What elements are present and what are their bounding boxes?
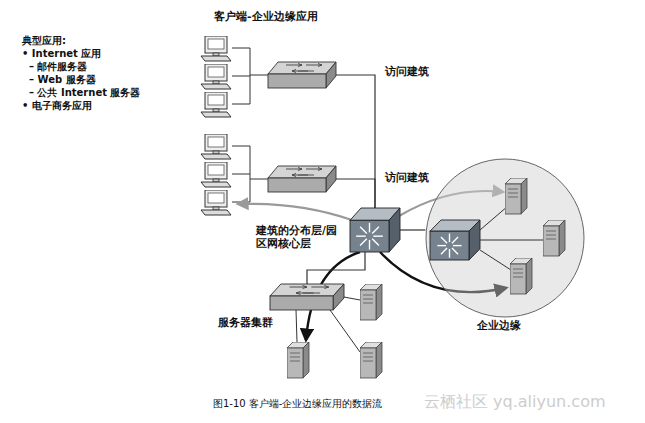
switch-icon — [268, 166, 336, 192]
network-link — [400, 229, 425, 230]
diagram-title: 客户端-企业边缘应用 — [214, 10, 318, 24]
access-switch: 访问建筑 — [268, 166, 336, 192]
enterprise-edge: 企业边缘 — [425, 158, 585, 318]
application-list-item: • Internet 应用 — [22, 48, 101, 61]
node-label: 企业边缘 — [477, 319, 521, 332]
watermark: 云栖社区 yq.aliyun.com — [424, 392, 606, 412]
application-list-item: – 邮件服务器 — [29, 61, 87, 74]
switch-icon — [270, 284, 344, 310]
application-list-item: • 电子商务应用 — [22, 100, 92, 113]
application-list-item: – 公共 Internet 服务器 — [29, 87, 140, 100]
network-link — [336, 75, 375, 208]
access-switch: 访问建筑 — [268, 62, 336, 88]
server-farm-switch: 服务器集群 — [270, 284, 344, 310]
pc-group — [201, 36, 268, 117]
node-label: 访问建筑 — [385, 65, 429, 78]
core-switch-icon — [350, 208, 400, 252]
switch-icon — [268, 62, 336, 88]
network-link — [307, 252, 365, 284]
core-switch: 建筑的分布层/园区网核心层 — [350, 208, 400, 252]
node-label: 建筑的分布层/园区网核心层 — [256, 224, 340, 250]
node-label: 访问建筑 — [385, 171, 429, 184]
enterprise-edge-circle — [425, 158, 585, 318]
node-label: 服务器集群 — [218, 316, 273, 329]
application-list-item: 典型应用: — [22, 35, 66, 48]
network-link — [336, 179, 375, 208]
application-list-item: – Web 服务器 — [29, 74, 96, 87]
figure-caption: 图1-10 客户端-企业边缘应用的数据流 — [213, 398, 382, 411]
